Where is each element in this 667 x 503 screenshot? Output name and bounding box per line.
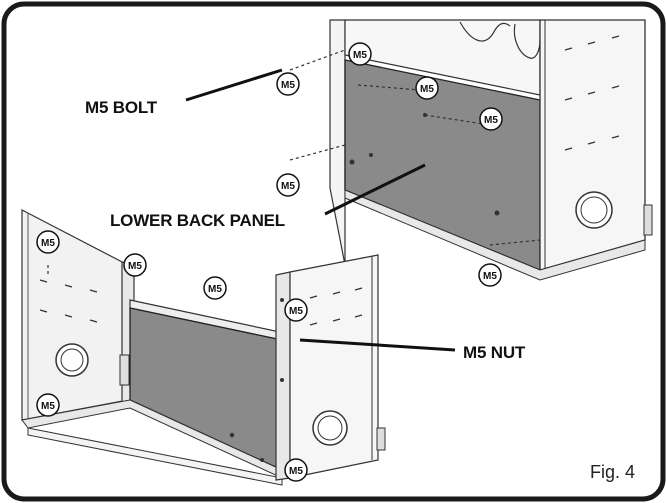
bolt-alignment-lines	[47, 49, 541, 275]
upper-cutout-shape	[459, 21, 511, 42]
upper-cutout-shape-2	[513, 23, 541, 59]
svg-text:M5: M5	[281, 181, 295, 192]
svg-text:M5: M5	[483, 271, 497, 282]
lower-bottom-front	[27, 427, 283, 486]
lower-left-bracket	[119, 354, 130, 386]
m5-tag: M5	[36, 393, 60, 417]
lower-right-vent-slots	[309, 287, 363, 326]
m5-tag: M5	[36, 230, 60, 254]
panel-leader-line	[324, 163, 426, 216]
lower-left-round-hole-inner	[60, 348, 84, 372]
svg-text:M5: M5	[128, 261, 142, 272]
lower-left-vent-slots	[39, 279, 98, 323]
m5-bolt-label: M5 BOLT	[85, 98, 158, 117]
m5-tag: M5	[478, 263, 502, 287]
lower-assembly	[21, 209, 386, 486]
leader-lines	[185, 68, 456, 352]
m5-tag: M5	[284, 298, 308, 322]
m5-tag: M5	[276, 72, 300, 96]
m5-tag: M5	[123, 253, 147, 277]
svg-text:M5: M5	[420, 84, 434, 95]
m5-tag: M5	[203, 276, 227, 300]
svg-text:M5: M5	[41, 238, 55, 249]
m5-tag: M5	[284, 458, 308, 482]
upper-bottom-flange	[344, 189, 646, 281]
svg-text:M5: M5	[41, 401, 55, 412]
m5-tag: M5	[348, 42, 372, 66]
lower-panel-holes	[229, 298, 284, 462]
figure-label: Fig. 4	[590, 462, 635, 482]
svg-text:M5: M5	[208, 284, 222, 295]
lower-right-round-hole-inner	[317, 415, 343, 441]
upper-side-bracket	[643, 204, 653, 236]
svg-text:M5: M5	[281, 80, 295, 91]
svg-text:M5: M5	[484, 115, 498, 126]
upper-right-side-panel	[539, 19, 646, 271]
bolt-leader-line	[185, 68, 283, 102]
upper-round-hole-inner	[580, 196, 608, 224]
svg-text:M5: M5	[353, 50, 367, 61]
m5-tag: M5	[276, 173, 300, 197]
svg-text:M5: M5	[289, 306, 303, 317]
lower-back-panel-label: LOWER BACK PANEL	[110, 211, 285, 230]
m5-tag: M5	[479, 107, 503, 131]
lower-right-bracket	[376, 427, 386, 451]
m5-tag: M5	[415, 76, 439, 100]
svg-text:M5: M5	[289, 466, 303, 477]
nut-leader-line	[299, 338, 456, 352]
m5-nut-label: M5 NUT	[463, 343, 526, 362]
upper-vent-slots	[564, 35, 620, 151]
